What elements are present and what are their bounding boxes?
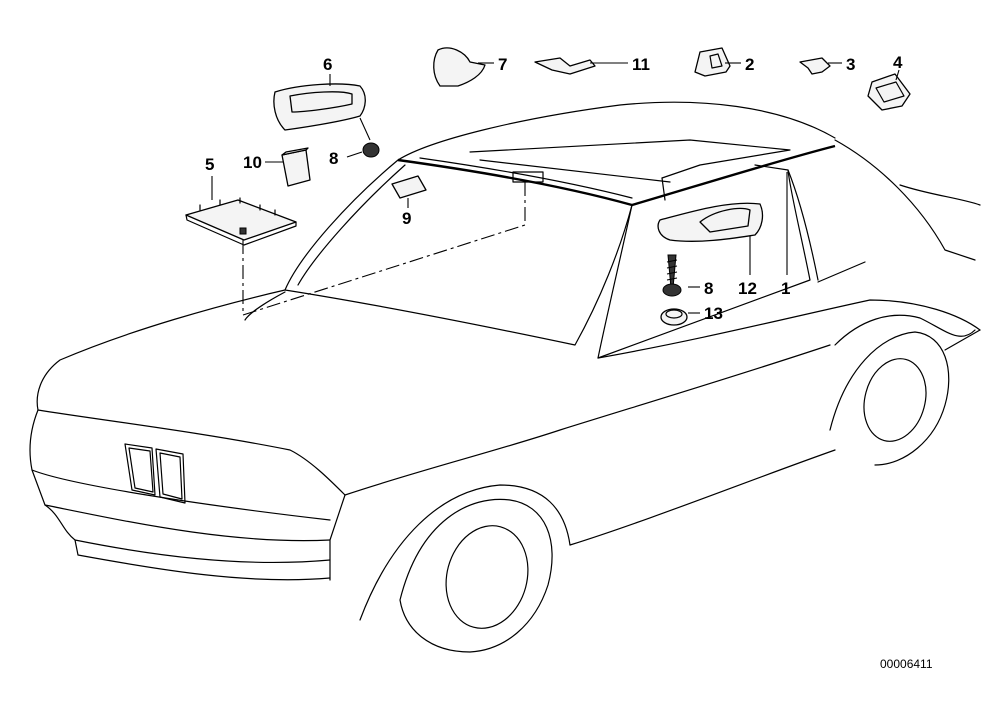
part-6-grab-handle [273,83,366,131]
label-2: 2 [745,55,754,74]
part-7-visor-clip [433,47,486,87]
label-9: 9 [402,209,411,228]
car-outline [29,101,981,653]
part-10-clip [281,147,311,187]
label-6: 6 [323,55,332,74]
callout-labels: 6 7 11 2 3 4 5 10 8 9 8 12 1 13 [205,53,903,323]
label-8-upper: 8 [329,149,338,168]
part-4-fastener [867,73,911,111]
part-12-grab-handle [657,202,764,242]
part-5-interior-light [185,197,297,246]
part-11-bracket [534,57,596,75]
part-2-clip [694,47,731,77]
label-1: 1 [781,279,790,298]
label-8-lower: 8 [704,279,713,298]
label-7: 7 [498,55,507,74]
label-5: 5 [205,155,214,174]
label-11: 11 [632,55,650,74]
label-4: 4 [893,53,903,72]
light-opening [512,171,544,183]
label-10: 10 [243,153,262,172]
leader-lines [211,62,900,314]
part-9-clip [391,175,427,199]
part-13-grommet [660,308,688,326]
label-12: 12 [738,279,757,298]
drawing-number: 00006411 [880,657,933,671]
label-3: 3 [846,55,855,74]
part-8-screw-lower [662,254,682,297]
part-3-clip [799,57,831,75]
label-13: 13 [704,304,723,323]
assembly-leader-line [242,178,526,316]
part-8-screw-upper [359,117,380,158]
